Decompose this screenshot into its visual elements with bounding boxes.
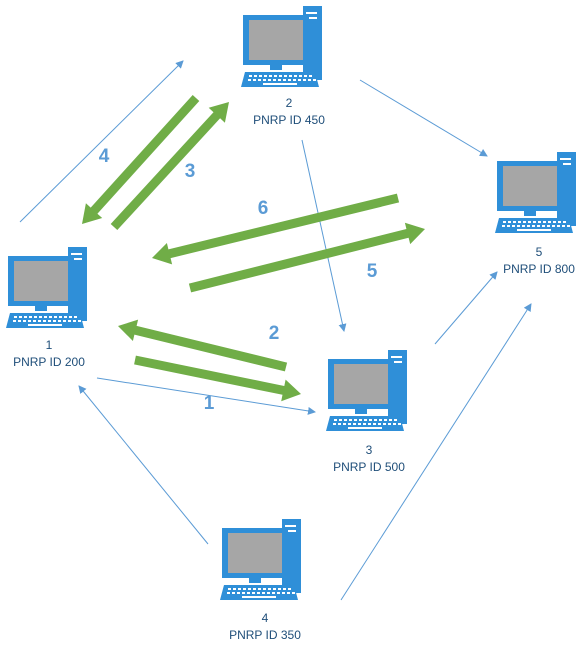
node-number: 3 (366, 443, 373, 457)
connector-layer (19, 60, 532, 601)
step-number-1: 1 (204, 393, 215, 414)
step-number-3: 3 (185, 161, 196, 182)
desktop-computer-icon (495, 152, 576, 233)
step-number-4: 4 (99, 146, 110, 167)
message-arrow-4 (82, 95, 200, 224)
connector-2-to-3 (301, 139, 347, 332)
node-number: 1 (46, 338, 53, 352)
desktop-computer-icon (241, 6, 322, 87)
desktop-computer-icon (220, 519, 301, 600)
node-number: 5 (536, 245, 543, 259)
step-layer: 1 2 3 4 5 6 (99, 146, 378, 414)
node-pnrp-id-label: PNRP ID 450 (253, 113, 325, 127)
node-number: 4 (262, 611, 269, 625)
message-arrow-2 (118, 319, 288, 372)
step-number-2: 2 (269, 323, 280, 344)
node-pnrp-id-label: PNRP ID 800 (503, 262, 575, 276)
connector-4-to-5 (340, 303, 532, 601)
message-arrow-1 (134, 355, 301, 402)
node-pnrp-id-label: PNRP ID 350 (229, 628, 301, 642)
connector-1-to-3 (96, 377, 316, 415)
message-layer (82, 95, 425, 402)
desktop-computer-icon (326, 350, 407, 431)
step-number-5: 5 (367, 261, 378, 282)
node-number: 2 (286, 96, 293, 110)
step-number-6: 6 (258, 198, 269, 219)
message-arrow-3 (110, 102, 229, 230)
connector-3-to-5 (434, 271, 498, 345)
node-pnrp-id-label: PNRP ID 500 (333, 460, 405, 474)
desktop-computer-icon (6, 247, 87, 328)
node-pnrp-id-label: PNRP ID 200 (13, 355, 85, 369)
connector-2-to-5 (359, 79, 488, 157)
connector-4-to-1 (78, 385, 209, 545)
message-arrow-6 (152, 193, 400, 265)
connector-1-to-2 (19, 60, 184, 223)
message-arrow-5 (188, 222, 425, 293)
